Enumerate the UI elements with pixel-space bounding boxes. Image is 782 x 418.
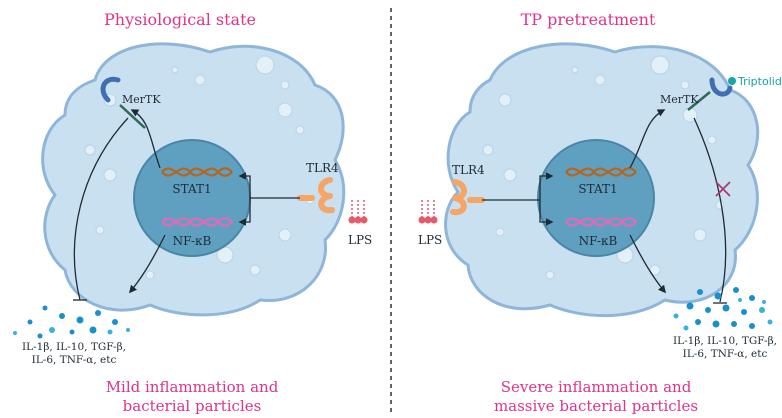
left-lps-label: LPS	[348, 233, 372, 247]
right-vesicles	[482, 55, 725, 280]
triptolide-icon	[728, 77, 736, 85]
left-lps-icon	[348, 200, 368, 224]
left-mertk-label: MerTK	[122, 93, 161, 106]
right-stat1-dna-icon	[565, 167, 637, 177]
right-title: TP pretreatment	[521, 10, 656, 29]
left-outcome-line1: Mild inflammation and	[106, 378, 279, 396]
left-mertk-receptor-icon	[100, 76, 146, 129]
left-vesicles	[84, 55, 315, 280]
inhibition-cross-icon	[715, 181, 731, 197]
right-cytokines-line2: IL-6, TNF-α, etc	[683, 348, 768, 360]
right-mertk-receptor-icon	[687, 77, 733, 111]
left-stat1-dna-icon	[161, 167, 233, 177]
left-tlr4-label: TLR4	[306, 161, 339, 175]
right-panel: TP pretreatment STAT1 NF-κB Triptolide M…	[418, 10, 782, 415]
right-nfkb-label: NF-κB	[579, 234, 618, 248]
triptolide-label: Triptolide	[737, 75, 782, 88]
left-stat1-label: STAT1	[172, 182, 211, 196]
right-stat1-label: STAT1	[578, 182, 617, 196]
right-bacterial-particles	[673, 287, 773, 331]
right-lps-label: LPS	[418, 233, 442, 247]
right-cytokines-line1: IL-1β, IL-10, TGF-β,	[673, 335, 777, 347]
left-title: Physiological state	[104, 10, 256, 29]
right-outcome-line2: massive bacterial particles	[494, 397, 698, 415]
right-lps-icon	[418, 200, 438, 224]
right-signaling-arrows	[482, 109, 727, 304]
left-nfkb-label: NF-κB	[173, 234, 212, 248]
left-cytokines-line2: IL-6, TNF-α, etc	[32, 354, 117, 366]
right-nfkb-dna-icon	[565, 217, 637, 227]
right-tlr4-receptor-icon	[450, 179, 485, 216]
left-panel: Physiological state STAT1 NF-κB	[13, 10, 372, 415]
left-cytokines-line1: IL-1β, IL-10, TGF-β,	[22, 341, 126, 353]
right-tlr4-label: TLR4	[452, 163, 485, 177]
left-bacterial-particles	[13, 305, 130, 339]
left-signaling-arrows	[73, 109, 300, 301]
right-outcome-line1: Severe inflammation and	[501, 378, 692, 396]
left-nfkb-dna-icon	[161, 217, 233, 227]
left-tlr4-receptor-icon	[297, 177, 335, 214]
left-outcome-line2: bacterial particles	[123, 397, 262, 415]
right-mertk-label: MerTK	[660, 93, 699, 106]
